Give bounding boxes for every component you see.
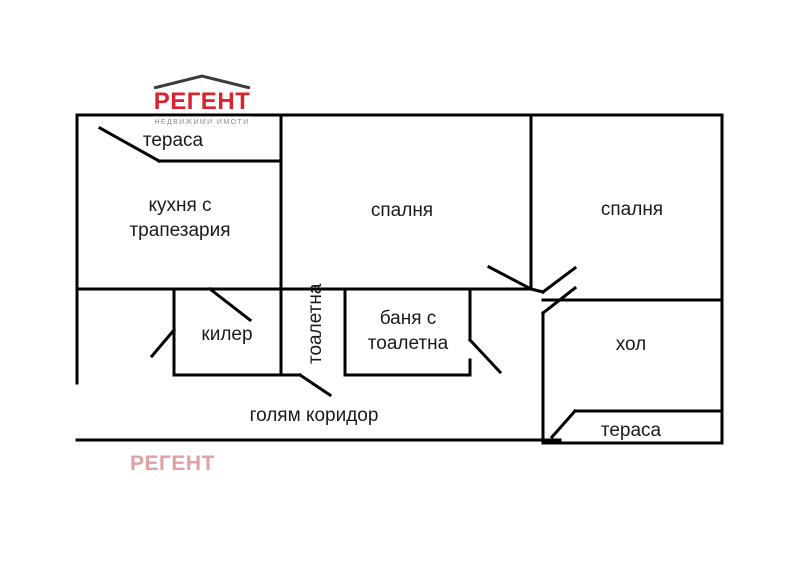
- logo-tagline: НЕДВИЖИМИ ИМОТИ: [154, 119, 250, 126]
- room-label-bathroom-wc-line1: баня с: [379, 308, 437, 329]
- logo-wordmark: РЕГЕНТ: [153, 88, 251, 115]
- room-label-corridor: голям коридор: [249, 405, 379, 426]
- room-label-pantry: килер: [201, 324, 253, 345]
- room-label-hall: хол: [615, 334, 647, 355]
- logo-divider: [152, 116, 252, 117]
- door-swing-terrace-bottom: [549, 408, 578, 440]
- door-swing-bedroom-right: [540, 265, 578, 295]
- agency-logo: РЕГЕНТ НЕДВИЖИМИ ИМОТИ: [150, 74, 254, 126]
- logo-roof-icon: [153, 74, 251, 89]
- room-label-bathroom-wc-line2: тоалетна: [367, 332, 449, 354]
- room-label-toilet: тоалетна: [305, 283, 326, 364]
- door-swing-terrace-top: [97, 125, 162, 164]
- room-label-kitchen-dining-line1: кухня с: [148, 195, 212, 216]
- room-label-kitchen-dining-line2: трапезария: [129, 219, 231, 241]
- wall-bedroom-right-jamb: [529, 287, 545, 294]
- room-label-terrace-top: тераса: [142, 130, 204, 151]
- door-swing-toilet: [297, 372, 333, 398]
- room-label-bedroom-middle: спалня: [370, 200, 434, 221]
- watermark: РЕГЕНТ: [130, 452, 215, 475]
- room-label-kitchen-dining: кухня с трапезария: [96, 194, 264, 243]
- door-swing-kitchen: [207, 286, 253, 323]
- room-label-bedroom-right: спалня: [600, 199, 664, 220]
- room-label-terrace-bottom: тераса: [600, 420, 662, 441]
- door-swing-bedroom-middle: [486, 264, 534, 292]
- door-swing-pantry: [149, 327, 177, 359]
- room-label-bathroom-wc: баня с тоалетна: [355, 307, 461, 356]
- door-swing-hall: [540, 285, 578, 316]
- door-swing-bathroom: [467, 337, 503, 375]
